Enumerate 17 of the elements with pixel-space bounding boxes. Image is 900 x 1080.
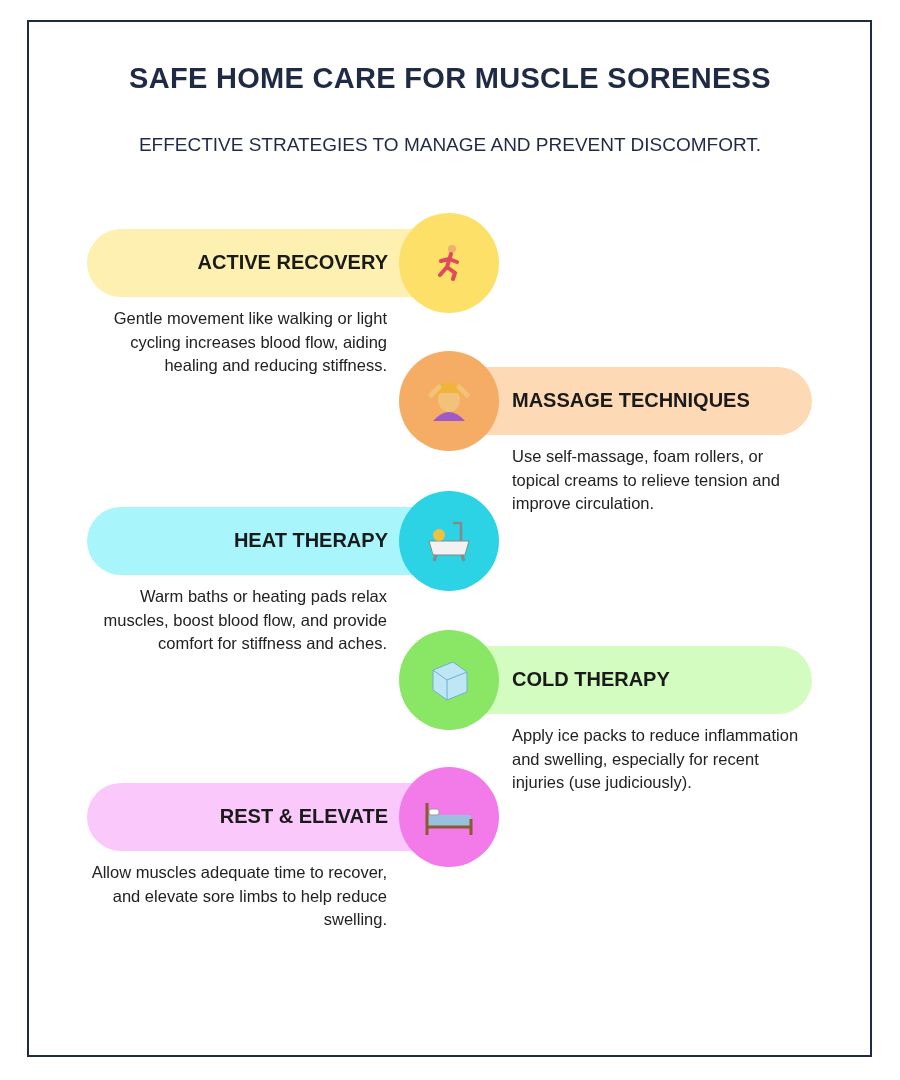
heading: REST & ELEVATE <box>219 805 388 828</box>
label-band <box>87 783 400 851</box>
description: Warm baths or heating pads relax muscles, boost blood flow, and provide comfort for stiffness and aches. <box>102 586 387 654</box>
label-band <box>499 367 812 435</box>
label-band <box>87 229 400 297</box>
description: Allow muscles adequate time to recover, and elevate sore limbs to help reduce swelling. <box>90 862 387 930</box>
title: SAFE HOME CARE FOR MUSCLE SORENESS <box>128 62 772 95</box>
description: Gentle movement like walking or light cycling increases blood flow, aiding healing and reducing stiffness. <box>112 308 387 376</box>
heading: COLD THERAPY <box>512 668 670 691</box>
heading: HEAT THERAPY <box>233 529 388 552</box>
heading: ACTIVE RECOVERY <box>197 251 388 274</box>
heading: MASSAGE TECHNIQUES <box>512 389 750 412</box>
label-band <box>87 507 400 575</box>
label-band <box>499 646 812 714</box>
subtitle: EFFECTIVE STRATEGIES TO MANAGE AND PREVENT DISCOMFORT. <box>137 134 763 156</box>
description: Use self-massage, foam rollers, or topical creams to relieve tension and improve circulation. <box>512 446 781 514</box>
description: Apply ice packs to reduce inflammation and swelling, especially for recent injuries (use judiciously). <box>512 725 800 793</box>
